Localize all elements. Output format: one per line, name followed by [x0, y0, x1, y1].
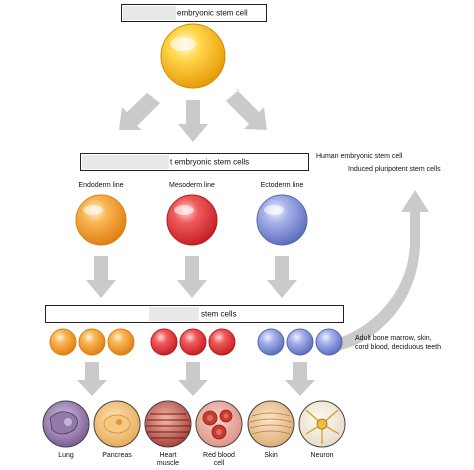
heart-muscle-label-line2: muscle [156, 460, 180, 467]
arrow-left [119, 90, 160, 130]
top-arrows [119, 89, 267, 142]
endoderm-cell [75, 194, 127, 246]
arrow-ectoderm-down [267, 256, 297, 298]
middle-label-box: t embryonic stem cells [80, 153, 309, 171]
mesoderm-label: Mesoderm line [169, 182, 215, 189]
neuron-label: Neuron [310, 452, 334, 459]
embryonic-stem-cell [160, 23, 226, 89]
ectoderm-adult-cells [257, 328, 343, 356]
heart-muscle-label-line1: Heart [159, 452, 177, 459]
red-blood-cell-label-line2: cell [213, 460, 225, 467]
neuron-tissue-image [298, 400, 346, 448]
adult-sources-line2: cord blood, deciduous teeth [355, 344, 442, 351]
pancreas-tissue-image [93, 400, 141, 448]
lung-tissue-image [42, 400, 90, 448]
arrow-ectoderm-tissue [285, 362, 315, 396]
arrow-center [178, 100, 208, 142]
lower-arrows [77, 362, 315, 396]
bottom-box-label: stem cells [201, 309, 237, 319]
ectoderm-cell [256, 194, 308, 246]
bottom-label-box: stem cells [45, 305, 344, 323]
human-esc-label: Human embryonic stem cell [316, 153, 403, 160]
skin-label: Skin [264, 452, 278, 459]
lung-label: Lung [58, 452, 74, 459]
redacted-region [123, 6, 176, 20]
redacted-region [82, 155, 169, 169]
arrow-endoderm-tissue [77, 362, 107, 396]
endoderm-label: Endoderm line [78, 182, 124, 189]
pancreas-label: Pancreas [102, 452, 132, 459]
heart-muscle-tissue-image [144, 400, 192, 448]
red-blood-cell-image [195, 400, 243, 448]
skin-tissue-image [247, 400, 295, 448]
endoderm-adult-cells [49, 328, 135, 356]
red-blood-cell-label-line1: Red blood [203, 452, 235, 459]
ectoderm-label: Ectoderm line [260, 182, 304, 189]
middle-box-label: t embryonic stem cells [170, 157, 250, 167]
mesoderm-adult-cells [150, 328, 236, 356]
top-label-box: embryonic stem cell [121, 4, 267, 22]
mesoderm-cell [166, 194, 218, 246]
ipsc-label: Induced pluripotent stem cells [348, 166, 441, 173]
middle-arrows [86, 256, 297, 298]
arrow-mesoderm-tissue [178, 362, 208, 396]
arrow-mesoderm-down [177, 256, 207, 298]
arrow-right [226, 89, 267, 130]
adult-sources-line1: Adult bone marrow, skin, [355, 335, 432, 342]
reprogramming-arrow [330, 190, 429, 352]
arrow-endoderm-down [86, 256, 116, 298]
redacted-region [149, 307, 199, 321]
top-box-label: embryonic stem cell [177, 8, 248, 18]
